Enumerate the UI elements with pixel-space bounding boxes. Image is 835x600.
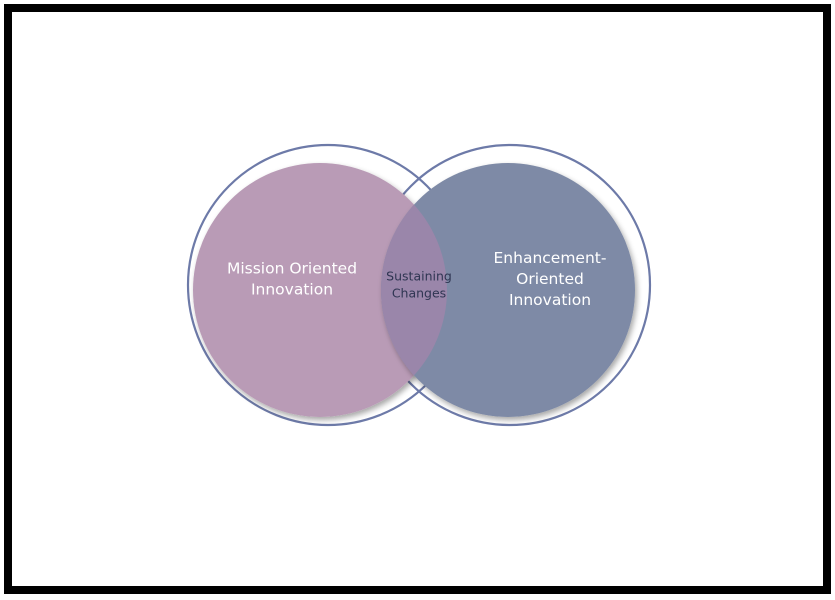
label-line: Sustaining: [386, 269, 452, 284]
right-circle: [381, 163, 635, 417]
label-line: Oriented: [516, 270, 584, 288]
label-line: Enhancement-: [494, 249, 607, 267]
label-line: Mission Oriented: [227, 260, 357, 278]
label-line: Innovation: [251, 281, 333, 299]
label-line: Changes: [392, 286, 446, 301]
label-line: Innovation: [509, 291, 591, 309]
left-circle: [193, 163, 447, 417]
